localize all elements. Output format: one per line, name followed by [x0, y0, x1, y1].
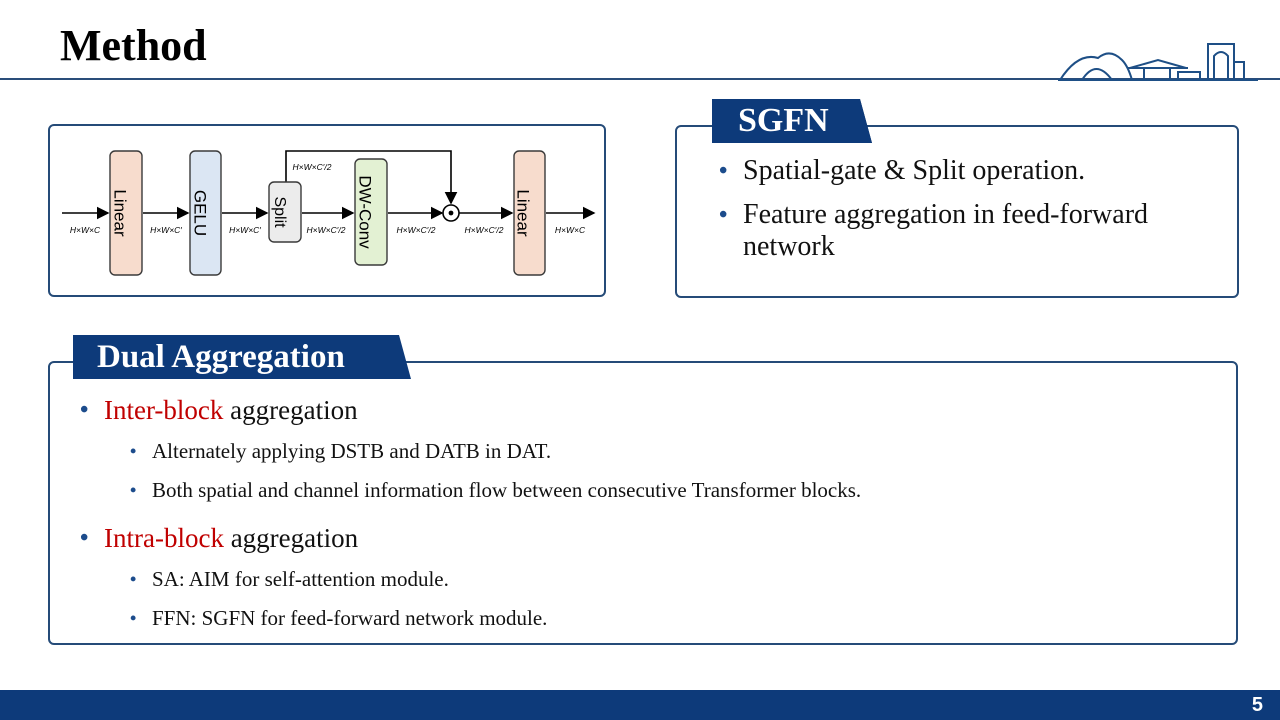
page-title: Method [60, 21, 207, 70]
sgfn-diagram-panel: Linear GELU Split DW-Conv Linear H×W×C H… [48, 124, 606, 297]
dwconv-block [354, 158, 388, 266]
sgfn-bullet: Spatial-gate & Split operation. [719, 155, 1213, 187]
dim-output: H×W×C [555, 225, 586, 235]
dim-after-gate: H×W×C′/2 [465, 225, 504, 235]
dwconv-label: DW-Conv [356, 175, 375, 249]
inter-block-highlight: Inter-block [104, 395, 224, 425]
dim-after-gelu: H×W×C′ [229, 225, 261, 235]
dim-after-split: H×W×C′/2 [307, 225, 346, 235]
dual-aggregation-tab: Dual Aggregation [73, 335, 411, 379]
sgfn-diagram: Linear GELU Split DW-Conv Linear H×W×C H… [62, 150, 596, 276]
footer-bar [0, 690, 1280, 720]
dim-branch-top: H×W×C′/2 [293, 162, 332, 172]
intra-block-rest: aggregation [223, 523, 359, 553]
inter-block-rest: aggregation [223, 395, 358, 425]
split-label: Split [271, 196, 288, 228]
linear-label-1: Linear [111, 189, 130, 237]
split-block [268, 181, 302, 243]
intra-sub-bullet: SA: AIM for self-attention module. [130, 566, 449, 592]
intra-sub-bullet: FFN: SGFN for feed-forward network modul… [130, 605, 547, 631]
gelu-label: GELU [191, 190, 210, 236]
inter-sub-bullet: Both spatial and channel information flo… [130, 477, 861, 503]
dim-after-dwconv: H×W×C′/2 [397, 225, 436, 235]
inter-block-heading: Inter-block aggregation [80, 394, 358, 426]
dim-after-linear: H×W×C′ [150, 225, 182, 235]
linear-block-2 [513, 150, 546, 276]
gelu-block [189, 150, 222, 276]
university-logo [1058, 43, 1258, 81]
linear-label-2: Linear [514, 189, 533, 237]
linear-block-1 [109, 150, 143, 276]
sgfn-bullet: Feature aggregation in feed-forward netw… [719, 199, 1213, 263]
title-rule [0, 78, 1280, 80]
sgfn-bullet-list: Spatial-gate & Split operation. Feature … [719, 155, 1213, 275]
page-number: 5 [1251, 694, 1263, 716]
inter-sub-bullet: Alternately applying DSTB and DATB in DA… [130, 438, 551, 464]
intra-block-heading: Intra-block aggregation [80, 522, 359, 554]
sgfn-tab: SGFN [712, 99, 872, 143]
intra-block-highlight: Intra-block [104, 523, 224, 553]
dim-input: H×W×C [70, 225, 101, 235]
